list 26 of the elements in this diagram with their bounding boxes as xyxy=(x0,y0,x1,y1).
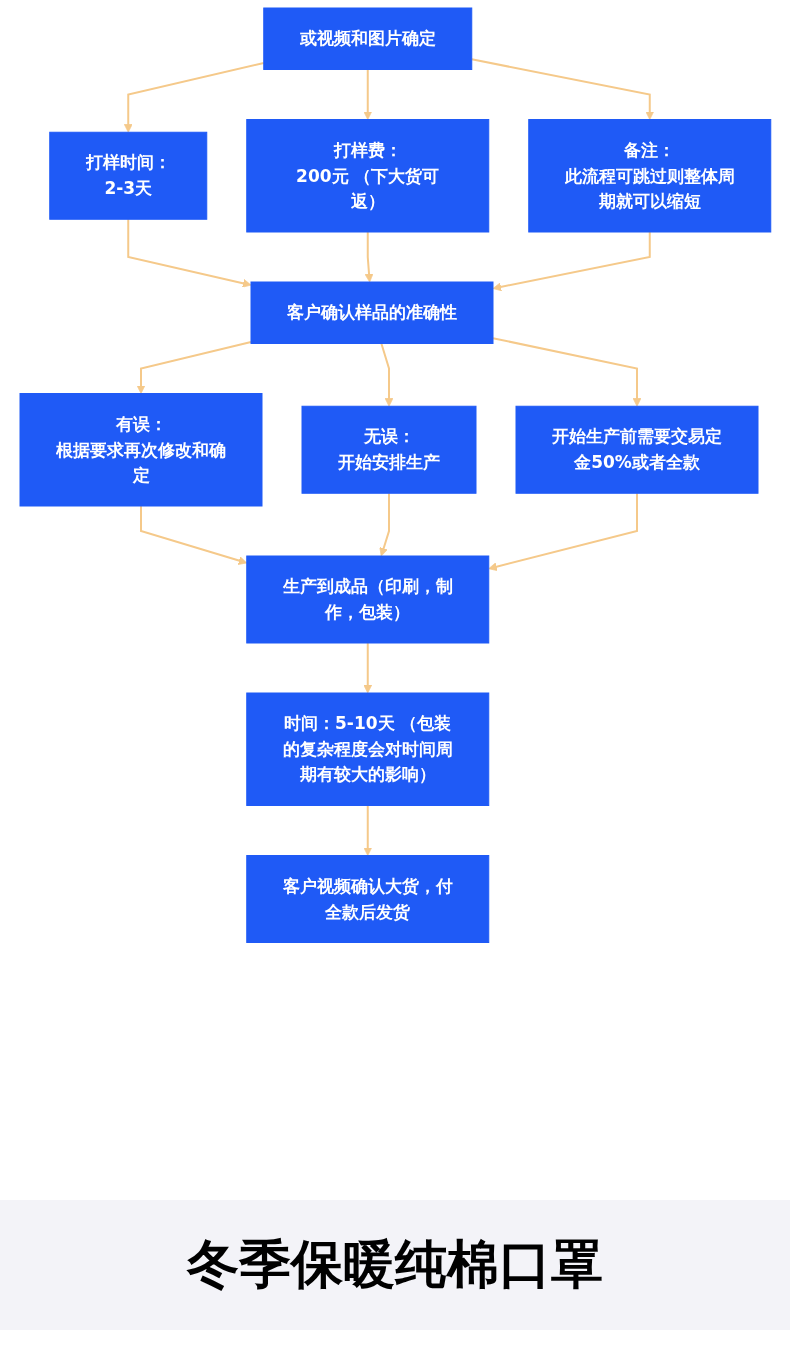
arrow xyxy=(123,61,265,133)
section-heading: 冬季保暖纯棉口罩 xyxy=(185,1233,604,1296)
arrow xyxy=(488,492,638,571)
arrow xyxy=(491,337,642,407)
arrow xyxy=(379,492,390,557)
node-box: 开始生产前需要交易定金50%或者全款 xyxy=(515,405,759,494)
arrow xyxy=(363,68,372,120)
node-box: 打样费： 200元 （下大货可返） xyxy=(245,119,489,233)
arrow xyxy=(363,642,372,694)
node-box: 生产到成品（印刷，制作，包装） xyxy=(245,555,489,644)
node-box: 打样时间： 2-3天 xyxy=(48,131,207,220)
arrow xyxy=(492,231,651,292)
node-box: 备注： 此流程可跳过则整体周期就可以缩短 xyxy=(527,119,771,233)
arrow xyxy=(380,342,394,407)
arrow xyxy=(364,231,374,283)
arrow xyxy=(136,340,252,394)
arrow xyxy=(139,505,247,565)
node-box: 或视频和图片确定 xyxy=(262,7,472,70)
arrow xyxy=(363,804,372,856)
arrow xyxy=(126,218,252,288)
node-box: 客户确认样品的准确性 xyxy=(250,281,494,344)
node-box: 客户视频确认大货，付全款后发货 xyxy=(245,855,489,943)
node-box: 时间：5-10天 （包装的复杂程度会对时间周期有较大的影响） xyxy=(245,692,489,806)
arrow xyxy=(470,58,654,120)
node-box: 无误： 开始安排生产 xyxy=(301,405,477,494)
node-box: 有误： 根据要求再次修改和确定 xyxy=(19,393,263,507)
